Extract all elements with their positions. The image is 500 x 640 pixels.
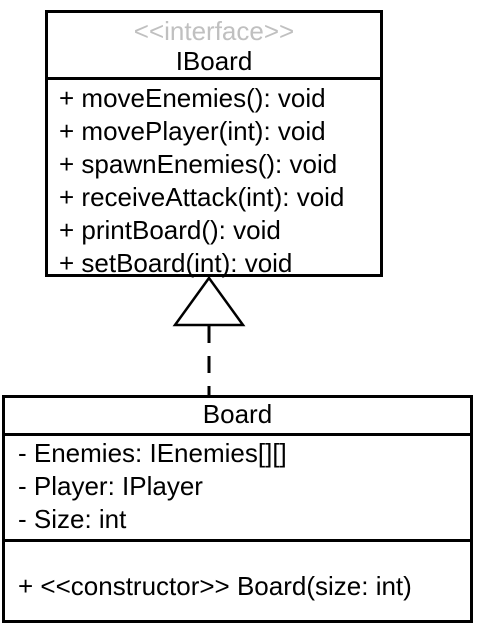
interface-stereotype: <<interface>> [133,16,295,46]
board-class-name: Board [202,399,273,429]
board-operation: + <<constructor>> Board(size: int) [18,571,412,601]
board-class-box: Board - Enemies: IEnemies[][] - Player: … [2,395,473,623]
board-attribute: - Player: IPlayer [18,471,203,501]
board-attribute: - Size: int [18,504,127,534]
interface-operation: + setBoard(int): void [59,248,293,278]
realization-hollow-arrowhead [172,275,246,327]
interface-operations-compartment: + moveEnemies(): void + movePlayer(int):… [48,80,380,280]
interface-operation: + printBoard(): void [59,215,281,245]
board-attribute: - Enemies: IEnemies[][] [18,438,287,468]
interface-operation: + receiveAttack(int): void [59,182,345,212]
board-name-compartment: Board [5,398,470,436]
interface-class-box: <<interface>> IBoard + moveEnemies(): vo… [45,10,383,280]
interface-name-compartment: <<interface>> IBoard [48,13,380,80]
interface-class-name: IBoard [175,46,253,76]
interface-operation: + movePlayer(int): void [59,116,326,146]
board-attributes-compartment: - Enemies: IEnemies[][] - Player: IPlaye… [5,436,470,542]
interface-operation: + moveEnemies(): void [59,83,326,113]
interface-operation: + spawnEnemies(): void [59,149,338,179]
board-operations-compartment: + <<constructor>> Board(size: int) [5,542,470,603]
